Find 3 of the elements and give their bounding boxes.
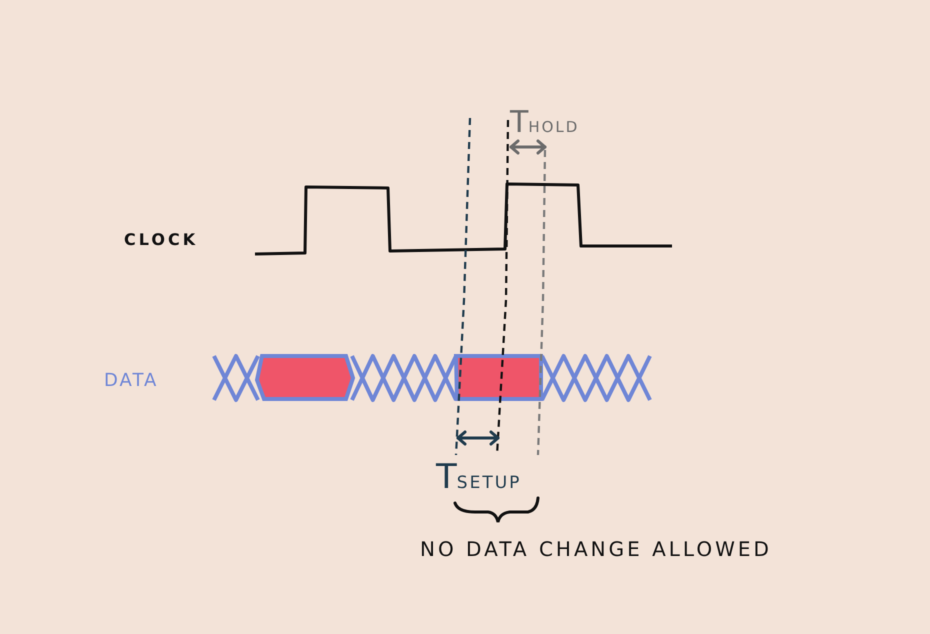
note-text: NO DATA CHANGE ALLOWED <box>420 539 772 559</box>
signal-label: CLOCK <box>124 232 198 248</box>
signal-label: DATA <box>104 372 158 390</box>
